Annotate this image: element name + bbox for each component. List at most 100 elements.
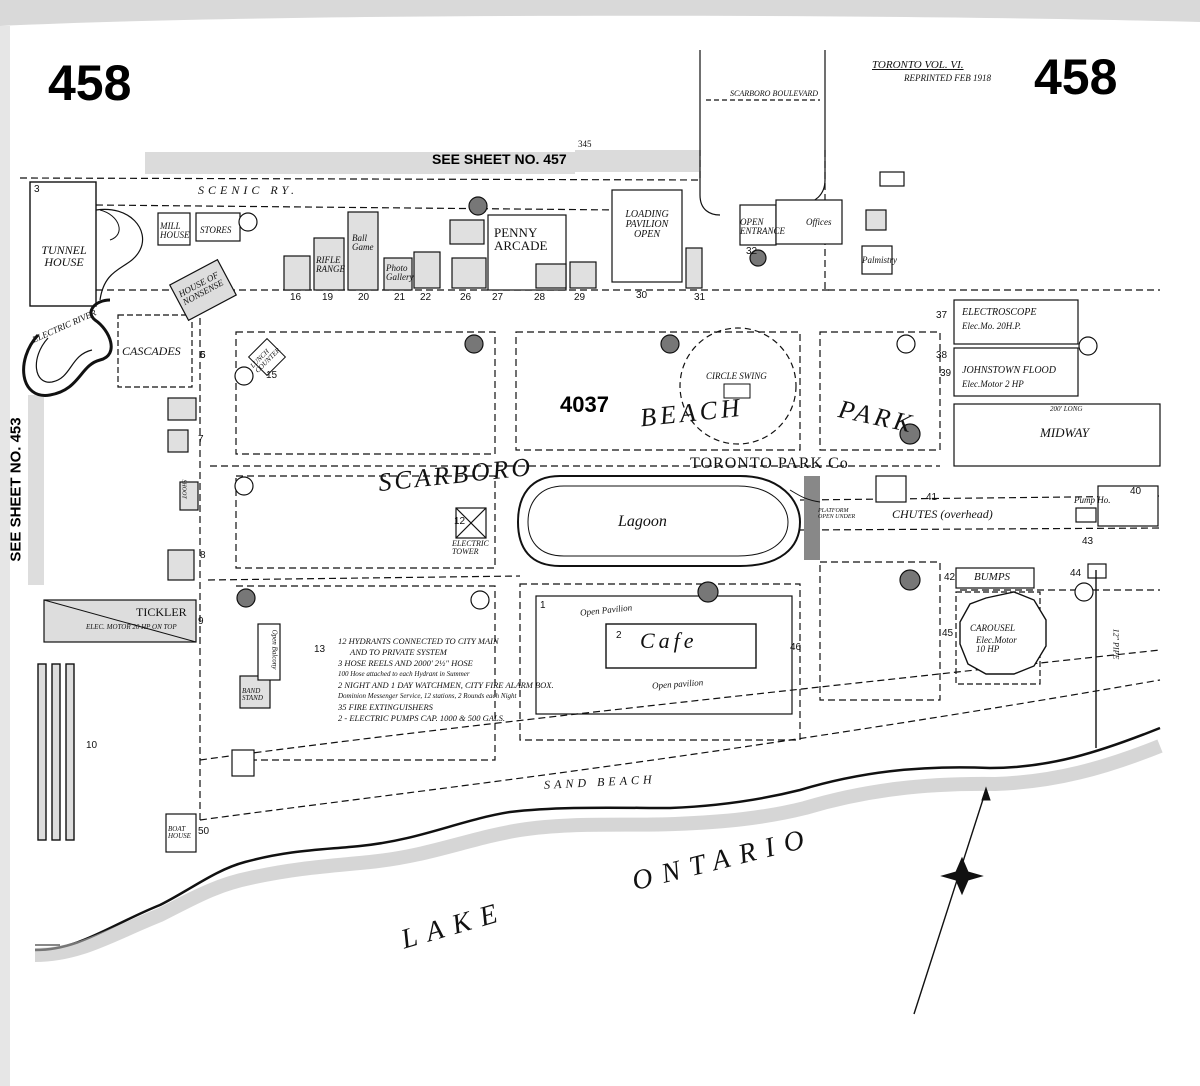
midway [953,403,1161,467]
note-line: Dominion Messenger Service, 12 stations,… [338,692,517,700]
pump-house [1075,507,1097,523]
rifle-range [313,237,345,291]
lot-number: 12 [454,516,466,527]
building-31 [685,247,703,289]
ball-game-small [283,255,311,291]
tickler-motor: ELEC. MOTOR 20 HP ON TOP [86,623,177,631]
cafe [605,623,757,669]
pump-house-label: Pump Ho. [1074,495,1111,505]
lot-number: 43 [1082,536,1094,547]
note-line: 2 - ELECTRIC PUMPS CAP. 1000 & 500 GALS. [338,713,506,723]
lot-number: 45 [942,628,954,639]
electroscope [953,299,1079,345]
tunnel-house-label: TUNNEL HOUSE [41,243,87,269]
lot-number: 28 [534,292,546,303]
cafe-label: Cafe [640,628,698,653]
loading-pavilion [611,189,683,283]
mill-house-label: MILL HOUSE [160,221,190,240]
lot-number: 16 [290,292,302,303]
ball-game-label: Ball Game [352,233,374,252]
lot-number: 27 [492,292,504,303]
carousel-motor: Elec.Motor 10 HP [976,635,1017,654]
electric-tower-label: ELECTRIC TOWER [452,539,489,556]
building-26a [449,219,485,245]
chutes-label: CHUTES (overhead) [892,507,993,521]
circle-swing [679,327,797,445]
bumps-label: BUMPS [974,571,1011,583]
lot-number: 29 [574,292,586,303]
lot-number: 31 [694,292,706,303]
tunnel-house [29,181,97,307]
ball-game-26 [451,257,487,289]
lot-number: 40 [1130,486,1142,497]
shoreline [34,726,1163,962]
ticket [865,209,887,231]
lunch-counter [247,337,287,377]
lot-number: 44 [1070,568,1082,579]
electric-tower [455,507,487,539]
lot-number: 2 [616,630,622,641]
lot-number: 20 [358,292,370,303]
circle-swing-label: CIRCLE SWING [706,371,767,381]
offices [775,199,843,245]
stores [195,212,241,242]
electroscope-motor: Elec.Mo. 20H.P. [962,321,1022,331]
note-line: 3 HOSE REELS AND 2000' 2½" HOSE [338,658,473,668]
mill-house [157,212,191,246]
lot-number: 41 [926,492,938,503]
cascades [117,314,193,388]
candy [569,261,597,289]
lot-number: 1 [540,600,546,611]
band-stand [239,675,271,709]
lot-number: 37 [936,310,948,321]
sheet-number-right: 458 [1034,49,1118,105]
hydrants [234,196,1098,610]
reprinted-label: REPRINTED FEB 1918 [904,73,991,83]
shoot-label: SHOOT [180,479,187,499]
lot-number: 5 [200,350,206,361]
carousel [959,591,1047,675]
open-pavilion [535,595,793,715]
electric-river [22,298,113,397]
note-line: 35 FIRE EXTINGUISHERS [338,702,433,712]
ball-game-2 [413,251,441,289]
photo-gallery-label: Photo Gallery [386,263,414,282]
note-line: 100 Hose attached to each Hydrant in Sum… [338,670,470,678]
lot-number: 26 [460,292,472,303]
boat-house [165,813,197,853]
lot-number: 9 [198,616,204,627]
band-stand-label: BAND STAND [242,687,263,702]
lot-number: 6 [200,350,206,361]
johnstown-flood [953,347,1079,397]
lot-number: 22 [420,292,432,303]
penny-arcade-label: PENNY ARCADE [494,225,548,253]
lot-number: 42 [944,572,956,583]
north-arrow [913,786,991,1015]
carousel-label: CAROUSEL [970,623,1015,633]
lot-number: 46 [790,642,802,653]
lot-number: 3 [34,184,40,195]
railway [37,663,75,841]
bumps [955,567,1035,589]
midway-label: MIDWAY [1040,425,1089,440]
building-44 [1087,563,1107,579]
note-line: 12 HYDRANTS CONNECTED TO CITY MAIN [338,636,499,646]
volume-label: TORONTO VOL. VI. [872,59,964,71]
offices-label: Offices [806,217,832,227]
block-number: 4037 [560,392,609,417]
lot-number: 10 [86,740,98,751]
johnstown-motor: Elec.Motor 2 HP [962,379,1024,389]
open-entrance [739,204,777,246]
stores-label: STORES [200,225,232,235]
lot-number: 8 [200,550,206,561]
park-owner: TORONTO PARK Co [690,455,849,472]
lot-number: 38 [936,350,948,361]
lot-number: 39 [940,368,952,379]
open-balcony-label: Open Balcony [270,629,279,670]
scenic-railway: SCENIC RY. [198,183,299,197]
lot-number: 7 [198,434,204,445]
lot-number: 19 [322,292,334,303]
sheet-number-left: 458 [48,55,132,111]
loading-pavilion-label: LOADING PAVILION OPEN [625,209,669,240]
